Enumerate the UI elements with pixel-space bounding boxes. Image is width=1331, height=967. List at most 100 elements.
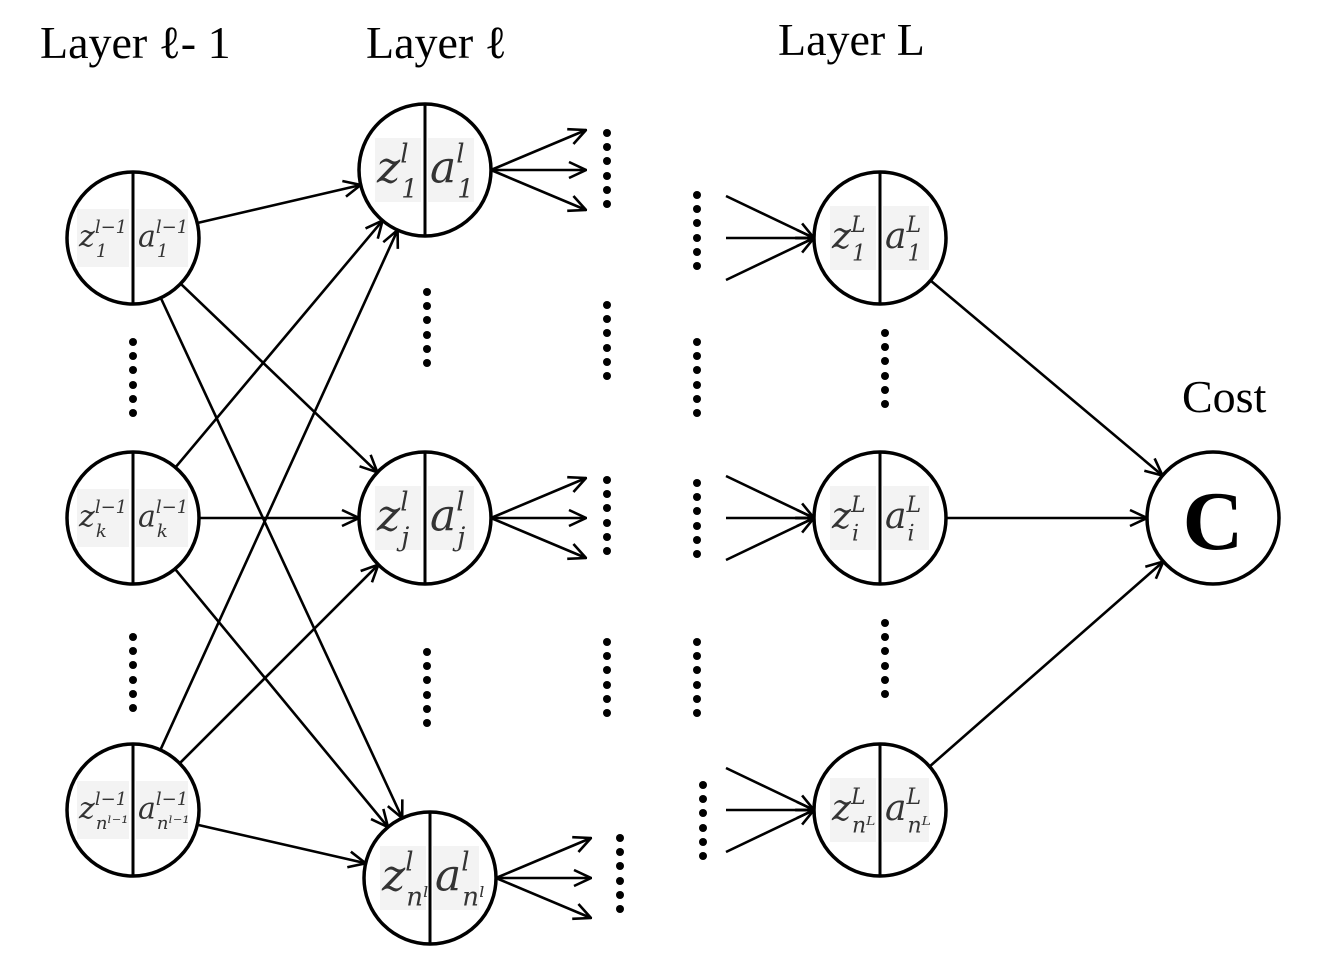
z-highlight [830, 206, 876, 270]
ellipsis-dot [616, 905, 624, 913]
ellipsis-dot [693, 550, 701, 558]
ellipsis-dot [129, 409, 137, 417]
ellipsis-dot [699, 838, 707, 846]
edge-fanout-2-2 [495, 876, 591, 918]
edge-fanin-1-0 [725, 474, 814, 518]
ellipsis [129, 633, 137, 712]
ellipsis-dot [693, 205, 701, 213]
ellipsis-dot [603, 358, 611, 366]
ellipsis-dot [699, 795, 707, 803]
ellipsis-dot [881, 647, 889, 655]
edge-fanin-1-2 [725, 518, 814, 562]
ellipsis-dot [603, 695, 611, 703]
ellipsis-dot [693, 666, 701, 674]
z-highlight [77, 489, 129, 547]
ellipsis-dot [423, 691, 431, 699]
ellipsis-dot [423, 705, 431, 713]
ellipsis-dot [699, 852, 707, 860]
ellipsis-dot [603, 519, 611, 527]
edge-prev0-cur2 [159, 297, 402, 818]
ellipsis [693, 191, 701, 270]
ellipsis-dot [881, 690, 889, 698]
ellipsis-dot [616, 848, 624, 856]
a-highlight [136, 209, 188, 267]
ellipsis-dot [603, 638, 611, 646]
ellipsis-dot [881, 633, 889, 641]
ellipsis-dot [699, 824, 707, 832]
ellipsis [616, 834, 624, 913]
edge-fanout-0-0 [490, 130, 586, 172]
ellipsis-dot [603, 157, 611, 165]
ellipsis-dot [603, 301, 611, 309]
z-highlight [830, 486, 876, 550]
edge-prev1-cur0 [174, 221, 382, 469]
ellipsis-dot [423, 302, 431, 310]
ellipsis-dot [693, 638, 701, 646]
ellipsis-dot [693, 409, 701, 417]
ellipsis-dot [423, 359, 431, 367]
ellipsis [699, 781, 707, 860]
ellipsis-dot [423, 648, 431, 656]
a-highlight [428, 138, 474, 202]
ellipsis-dot [881, 400, 889, 408]
ellipsis-dot [881, 329, 889, 337]
edge-prev0-cur1 [179, 282, 378, 473]
ellipsis-dot [616, 891, 624, 899]
ellipsis-dot [603, 666, 611, 674]
ellipsis-dot [693, 262, 701, 270]
cost-node: C [1145, 450, 1281, 586]
ellipsis-dot [881, 386, 889, 394]
ellipsis-dot [603, 143, 611, 151]
edge-fanin-2-2 [725, 810, 814, 854]
z-highlight [375, 486, 421, 550]
title-cost: Cost [1182, 371, 1267, 422]
title-layer-last: Layer L [778, 14, 925, 65]
cost-circle [1145, 450, 1281, 586]
ellipsis-dot [693, 338, 701, 346]
ellipsis-dot [129, 395, 137, 403]
cost-letter: C [1183, 475, 1244, 568]
ellipsis-dot [616, 834, 624, 842]
ellipsis-dot [129, 633, 137, 641]
ellipsis-dot [693, 248, 701, 256]
ellipsis-dot [693, 191, 701, 199]
ellipsis-dot [693, 352, 701, 360]
ellipsis [129, 338, 137, 417]
ellipsis [693, 638, 701, 717]
ellipsis-dot [423, 288, 431, 296]
ellipsis-dot [603, 186, 611, 194]
ellipsis-dot [603, 315, 611, 323]
ellipsis-dot [603, 652, 611, 660]
ellipsis-dot [129, 647, 137, 655]
edge-fanin-0-2 [725, 238, 814, 282]
edge-fanout-0-2 [490, 168, 586, 210]
ellipsis-dot [603, 476, 611, 484]
ellipsis-dot [603, 172, 611, 180]
edge-prev2-cur1 [178, 565, 379, 765]
ellipsis-dot [693, 234, 701, 242]
edge-prev0-cur0 [196, 185, 360, 225]
ellipsis-dot [693, 709, 701, 717]
edge-out2-cost [928, 562, 1164, 768]
ellipsis-dot [693, 522, 701, 530]
ellipsis [881, 329, 889, 408]
